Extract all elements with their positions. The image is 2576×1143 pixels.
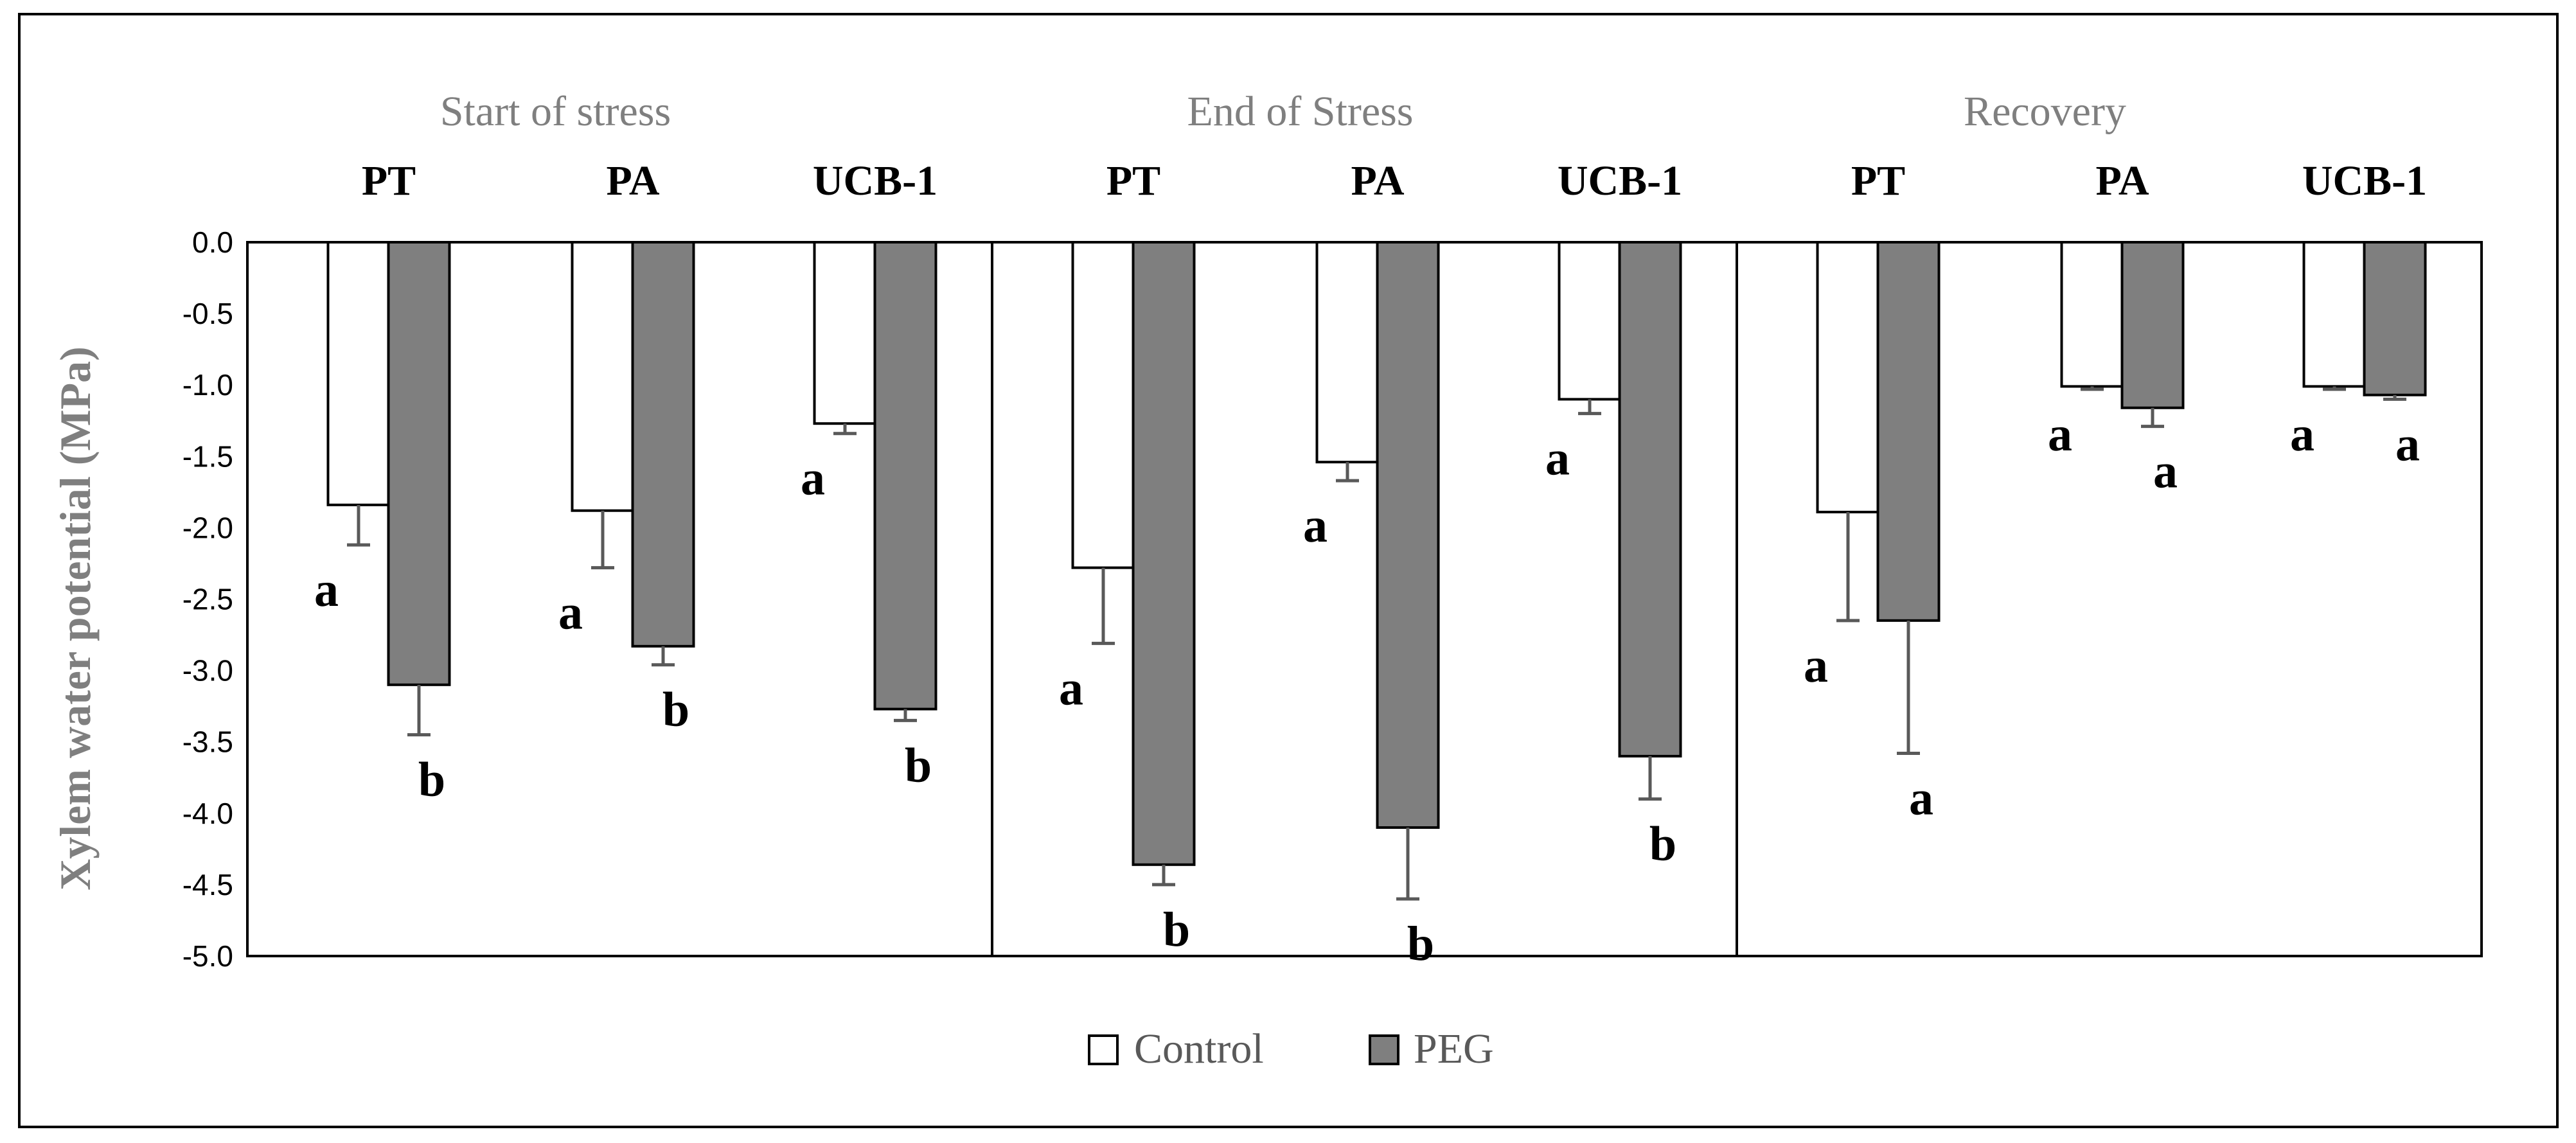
control-significance-letter: a: [558, 586, 583, 640]
control-bar: [571, 241, 635, 512]
legend: Control PEG: [1088, 1025, 1494, 1072]
cultivar-label: UCB-1: [813, 157, 937, 204]
control-significance-letter: a: [2048, 407, 2072, 461]
control-significance-letter: a: [314, 563, 339, 617]
control-bar: [1071, 241, 1135, 569]
cultivar-label: PT: [362, 157, 416, 204]
cultivar-label: PA: [606, 157, 659, 204]
peg-bar: [2120, 241, 2185, 409]
control-bar: [813, 241, 877, 425]
peg-significance-letter: a: [2395, 417, 2420, 471]
y-axis-label: Xylem water potential (MPa): [51, 346, 100, 890]
control-significance-letter: a: [1303, 499, 1328, 553]
peg-bar: [387, 241, 451, 686]
labels-layer: 0.0 -0.5 -1.0 -1.5 -2.0 -2.5 -3.0 -3.5 -4.0 -4.5 -…: [51, 88, 2427, 973]
control-significance-letter: a: [1545, 432, 1570, 486]
cultivar-label: UCB-1: [2302, 157, 2427, 204]
control-bar: [2060, 241, 2124, 388]
legend-swatch-peg: [1369, 1034, 1399, 1065]
y-tick-label: 0.0: [192, 226, 233, 259]
control-significance-letter: a: [801, 452, 825, 506]
peg-bar: [1876, 241, 1941, 622]
peg-bar: [1376, 241, 1440, 829]
y-tick-label: -3.5: [182, 725, 233, 759]
y-tick-label: -2.5: [182, 583, 233, 616]
phase-label: Start of stress: [440, 88, 671, 135]
control-bar: [2302, 241, 2367, 388]
control-significance-letter: a: [1804, 639, 1828, 693]
y-tick-label: -4.5: [182, 868, 233, 901]
cultivar-label: PT: [1851, 157, 1905, 204]
y-tick-label: -4.0: [182, 797, 233, 830]
bars-layer: [326, 241, 2427, 866]
control-significance-letter: a: [2290, 407, 2314, 461]
legend-label-peg: PEG: [1414, 1025, 1494, 1072]
peg-significance-letter: a: [2153, 445, 2178, 499]
cultivar-label: PA: [2095, 157, 2149, 204]
peg-bar: [873, 241, 937, 711]
peg-significance-letter: b: [1649, 817, 1676, 871]
control-bar: [326, 241, 391, 506]
y-tick-label: -1.5: [182, 439, 233, 473]
peg-significance-letter: b: [1407, 917, 1434, 971]
peg-significance-letter: b: [905, 738, 932, 792]
control-bar: [1315, 241, 1380, 464]
y-tick-label: -1.0: [182, 368, 233, 402]
peg-bar: [2363, 241, 2427, 396]
error-bars-layer: [347, 386, 2406, 901]
cultivar-label: PA: [1351, 157, 1404, 204]
phase-label: Recovery: [1964, 88, 2126, 135]
y-tick-label: -2.0: [182, 511, 233, 544]
peg-bar: [631, 241, 695, 648]
peg-significance-letter: b: [1163, 903, 1190, 957]
y-tick-label: -3.0: [182, 654, 233, 687]
legend-swatch-control: [1088, 1034, 1119, 1065]
peg-bar: [1132, 241, 1196, 866]
peg-significance-letter: b: [418, 753, 445, 807]
peg-bar: [1618, 241, 1682, 758]
y-tick-label: -5.0: [182, 939, 233, 973]
control-bar: [1816, 241, 1880, 513]
control-significance-letter: a: [1059, 661, 1083, 715]
peg-significance-letter: b: [662, 683, 689, 737]
control-bar: [1558, 241, 1622, 401]
phase-label: End of Stress: [1187, 88, 1414, 135]
legend-label-control: Control: [1134, 1025, 1264, 1072]
cultivar-label: UCB-1: [1558, 157, 1682, 204]
peg-significance-letter: a: [1909, 771, 1933, 825]
y-tick-label: -0.5: [182, 297, 233, 330]
cultivar-label: PT: [1106, 157, 1160, 204]
